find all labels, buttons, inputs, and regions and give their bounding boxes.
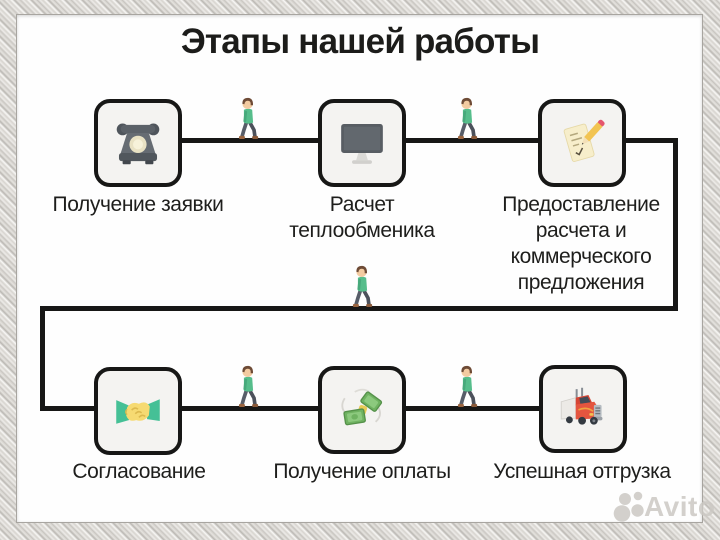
walking-person-icon: [457, 97, 478, 140]
walking-person-icon: [238, 365, 259, 408]
avito-watermark-text: Avito: [644, 491, 716, 522]
handshake-icon: [116, 399, 160, 424]
step-label-proposal: Предоставление расчета и коммерческого п…: [502, 193, 660, 294]
walking-person-icon: [457, 365, 478, 408]
money-icon: [341, 388, 383, 426]
step-box-payment: [318, 366, 406, 454]
step-box-approval: [94, 367, 182, 455]
connector-segment: [40, 306, 678, 311]
connector-segment: [404, 138, 540, 143]
monitor-icon: [341, 123, 383, 164]
connector-segment: [624, 138, 678, 143]
note-pencil-icon: [563, 119, 605, 162]
connector-segment: [40, 306, 45, 411]
page-title: Этапы нашей работы: [180, 22, 540, 61]
step-box-shipment: [539, 365, 627, 453]
connector-segment: [404, 406, 541, 411]
step-box-calculation: [318, 99, 406, 187]
step-label-approval: Согласование: [72, 460, 206, 483]
walking-person-icon: [352, 265, 373, 308]
avito-logo-dots-icon: [613, 491, 644, 522]
phone-icon: [116, 123, 160, 165]
truck-icon: [560, 387, 603, 425]
step-label-payment: Получение оплаты: [273, 460, 451, 483]
step-label-calculation: Расчет теплообменика: [289, 193, 435, 242]
step-label-request: Получение заявки: [52, 193, 224, 216]
connector-segment: [40, 406, 96, 411]
step-label-shipment: Успешная отгрузка: [493, 460, 671, 483]
avito-watermark: Avito: [610, 488, 715, 526]
connector-segment: [673, 138, 678, 311]
step-box-proposal: [538, 99, 626, 187]
connector-segment: [180, 406, 320, 411]
connector-segment: [180, 138, 320, 143]
step-box-request: [94, 99, 182, 187]
walking-person-icon: [238, 97, 259, 140]
